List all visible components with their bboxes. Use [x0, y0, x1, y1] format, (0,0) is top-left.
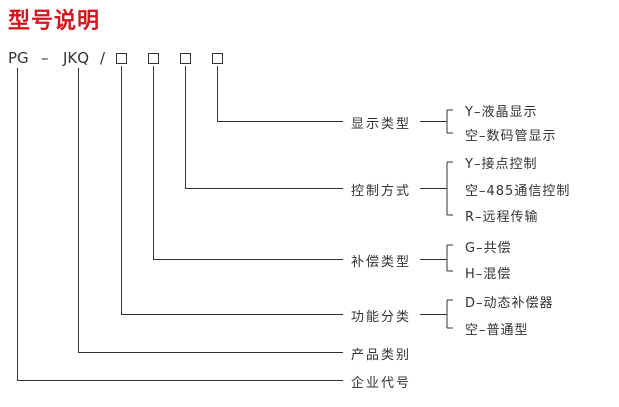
- option-control-remote: R–远程传输: [465, 210, 539, 225]
- option-comp-mixed: H–混偿: [465, 267, 512, 282]
- bracket-compensation: [420, 244, 453, 272]
- label-product-category: 产品类别: [351, 348, 412, 363]
- option-display-led: 空–数码管显示: [465, 129, 557, 144]
- option-display-lcd: Y–液晶显示: [465, 105, 538, 120]
- bracket-display: [420, 109, 453, 134]
- option-control-485: 空–485通信控制: [465, 184, 571, 199]
- line-product: [78, 68, 343, 353]
- code-jkq: JKQ: [63, 49, 90, 67]
- code-prefix-pg: PG: [8, 49, 29, 67]
- option-comp-common: G–共偿: [465, 241, 512, 256]
- line-display: [217, 66, 343, 122]
- label-company-code: 企业代号: [351, 376, 412, 391]
- option-function-dynamic: D–动态补偿器: [465, 296, 554, 311]
- code-slash: /: [100, 49, 106, 67]
- code-box-display: [212, 53, 223, 64]
- line-company: [17, 68, 343, 381]
- label-control-mode: 控制方式: [351, 184, 412, 199]
- label-display-type: 显示类型: [351, 117, 412, 132]
- code-box-function: [116, 53, 127, 64]
- label-function-category: 功能分类: [351, 310, 412, 325]
- code-dash: –: [41, 49, 49, 67]
- option-control-contact: Y–接点控制: [465, 157, 538, 172]
- line-compensation: [153, 66, 343, 260]
- line-function: [121, 66, 343, 315]
- line-control: [185, 66, 343, 189]
- bracket-control: [420, 161, 453, 216]
- bracket-function: [420, 299, 453, 329]
- page-title: 型号说明: [8, 9, 101, 34]
- label-compensation-type: 补偿类型: [351, 255, 412, 270]
- option-function-normal: 空–普通型: [465, 323, 529, 338]
- code-box-control: [180, 53, 191, 64]
- code-box-compensation: [148, 53, 159, 64]
